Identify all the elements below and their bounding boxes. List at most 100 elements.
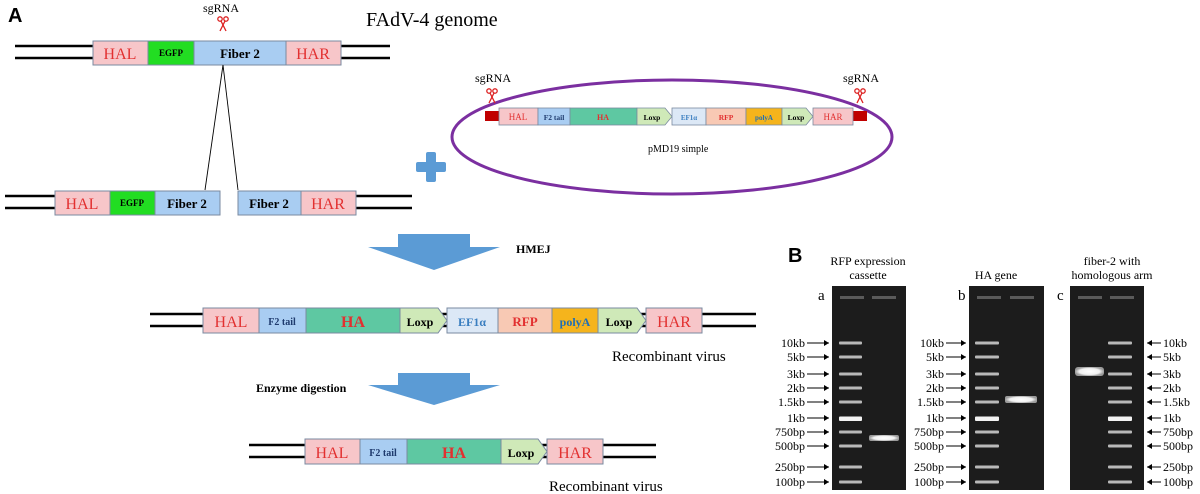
ladder-lane-a	[839, 341, 862, 484]
ladder-band	[839, 355, 862, 359]
ladder-band	[839, 400, 862, 404]
p-loxp1-block	[636, 107, 673, 126]
ladder-band	[975, 416, 999, 421]
f-loxp-block	[500, 438, 548, 465]
ladder-arrowhead	[1147, 340, 1152, 346]
ladder-arrowhead	[824, 429, 829, 435]
ladder-label: 5kb	[787, 350, 805, 364]
ladder-band	[1108, 465, 1132, 469]
gel-c-title-line1: fiber-2 with	[1084, 254, 1141, 268]
fiber2-left-block	[154, 190, 221, 216]
ladder-arrowhead	[824, 464, 829, 470]
ladder-arrowhead	[961, 371, 966, 377]
ladder-label: 5kb	[926, 350, 944, 364]
p-rfp-label: RFP	[719, 113, 734, 122]
ladder-label: 3kb	[787, 367, 805, 381]
plasmid-right-marker	[853, 111, 867, 121]
ladder-band	[975, 465, 999, 469]
r-f2tail-label: F2 tail	[268, 317, 296, 328]
ladder-label: 100bp	[914, 475, 944, 489]
r-polya-label: polyA	[560, 315, 591, 329]
p-polya-label: polyA	[755, 114, 773, 122]
ladder-label: 3kb	[926, 367, 944, 381]
ladder-arrowhead	[824, 340, 829, 346]
egfp-label: EGFP	[159, 48, 184, 58]
f-ha-label: HA	[442, 445, 466, 462]
enzyme-arrow	[368, 373, 500, 405]
r-ef1a-label: EF1α	[458, 315, 486, 329]
har-label-2: HAR	[311, 196, 345, 213]
r-ef1a-block	[446, 307, 499, 334]
ladder-labels-c: 10kb5kb3kb2kb1.5kb1kb750bp500bp250bp100b…	[1147, 336, 1193, 489]
sgrna-label-right: sgRNA	[843, 71, 879, 85]
har-block	[285, 40, 342, 66]
p-loxp2-label: Loxp	[788, 113, 805, 122]
f-har-label: HAR	[558, 445, 592, 462]
ladder-label: 5kb	[1163, 350, 1181, 364]
fiber2-label: Fiber 2	[220, 46, 260, 61]
ladder-label: 250bp	[1163, 460, 1193, 474]
plus-icon	[416, 152, 446, 182]
r-loxp2-block	[597, 307, 647, 334]
panel-a-label: A	[8, 5, 22, 27]
ladder-label: 10kb	[781, 336, 805, 350]
ladder-label: 1.5kb	[917, 395, 944, 409]
panel-b-label: B	[788, 245, 802, 267]
f-loxp-label: Loxp	[508, 446, 535, 460]
ladder-band	[839, 386, 862, 390]
ladder-label: 250bp	[914, 460, 944, 474]
har-block-2	[300, 190, 357, 216]
cut-line-right	[222, 64, 239, 191]
ladder-label: 500bp	[775, 439, 805, 453]
ladder-label: 10kb	[920, 336, 944, 350]
ladder-arrowhead	[1147, 385, 1152, 391]
ladder-label: 1kb	[787, 411, 805, 425]
ladder-arrowhead	[824, 385, 829, 391]
ladder-band	[1108, 400, 1132, 404]
ladder-band	[839, 465, 862, 469]
ladder-arrowhead	[961, 340, 966, 346]
r-f2tail-block	[258, 307, 307, 334]
r-loxp1-block	[399, 307, 448, 334]
egfp-label-2: EGFP	[120, 198, 145, 208]
ladder-arrowhead	[824, 443, 829, 449]
ladder-band	[839, 444, 862, 448]
f-hal-block	[304, 438, 361, 465]
f-har-block	[546, 438, 604, 465]
p-har-block	[812, 107, 854, 126]
r-loxp1-label: Loxp	[407, 315, 434, 329]
ladder-band	[1108, 386, 1132, 390]
p-har-label: HAR	[823, 112, 842, 122]
ladder-labels-a: 10kb5kb3kb2kb1.5kb1kb750bp500bp250bp100b…	[775, 336, 829, 489]
ladder-arrowhead	[961, 385, 966, 391]
ladder-arrowhead	[1147, 479, 1152, 485]
sample-band-c	[1075, 367, 1104, 376]
ladder-lane-c	[1108, 341, 1132, 484]
scissors-icon	[217, 16, 229, 32]
ladder-band	[839, 372, 862, 376]
r-har-block	[645, 307, 703, 334]
plasmid-left-marker	[485, 111, 499, 121]
ladder-labels-b: 10kb5kb3kb2kb1.5kb1kb750bp500bp250bp100b…	[914, 336, 966, 489]
ladder-arrowhead	[1147, 464, 1152, 470]
ladder-arrowhead	[961, 443, 966, 449]
ladder-arrowhead	[961, 399, 966, 405]
ladder-label: 10kb	[1163, 336, 1187, 350]
ladder-label: 250bp	[775, 460, 805, 474]
ladder-band	[975, 430, 999, 434]
scissors-icon-left	[486, 88, 498, 104]
ladder-band	[1108, 341, 1132, 345]
ladder-band	[975, 444, 999, 448]
p-loxp1-label: Loxp	[644, 113, 661, 122]
ladder-arrowhead	[961, 415, 966, 421]
ladder-band	[1108, 480, 1132, 484]
ladder-band	[1108, 372, 1132, 376]
ladder-band	[975, 480, 999, 484]
fiber2-left-label: Fiber 2	[167, 196, 207, 211]
ladder-arrowhead	[1147, 415, 1152, 421]
hmej-arrow	[368, 234, 500, 270]
hmej-label: HMEJ	[516, 242, 551, 256]
hal-label-2: HAL	[66, 196, 99, 213]
r-ha-label: HA	[341, 314, 365, 331]
